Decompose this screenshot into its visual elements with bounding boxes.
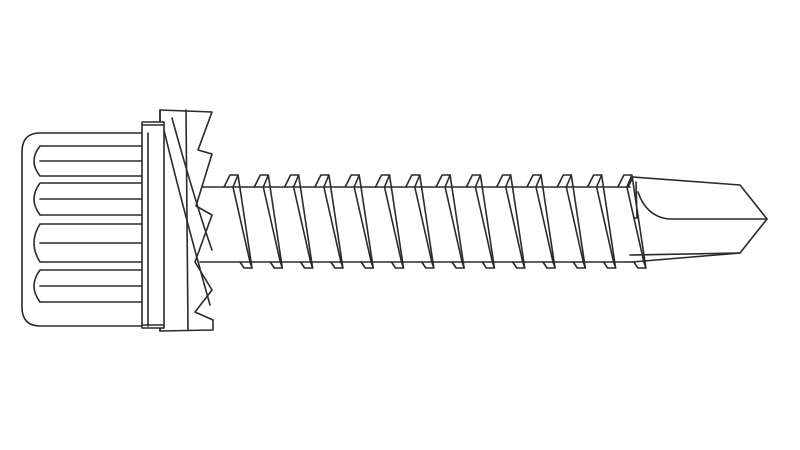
thread-flank-front [388, 174, 405, 269]
thread-crest-lower [421, 261, 435, 269]
thread-crest-lower [390, 261, 405, 269]
thread-flank-front [267, 174, 284, 269]
head-flute-1 [33, 145, 149, 177]
head-flute-3 [33, 223, 149, 263]
thread-crest-lower [542, 261, 556, 269]
thread-crest-lower [572, 261, 587, 269]
washer-curved-face [161, 121, 211, 306]
thread-crest-upper [405, 174, 421, 188]
thread-flank-front [631, 174, 647, 269]
thread-flank-front [479, 174, 496, 269]
hex-flange-head [21, 121, 165, 329]
drill-point [627, 176, 768, 263]
thread-flank-back [323, 186, 342, 263]
thread-crest-upper [344, 174, 360, 188]
thread-crest-upper [586, 174, 603, 188]
thread-flank-front [237, 174, 253, 269]
thread-flank-back [535, 186, 554, 263]
thread-crest-upper [435, 174, 451, 188]
thread-flank-back [474, 186, 494, 263]
thread-flank-back [444, 186, 463, 263]
thread-flank-front [449, 174, 465, 269]
thread-crest-lower [330, 261, 344, 269]
thread-flank-front [297, 174, 314, 269]
thread-flank-back [292, 186, 312, 263]
thread-flank-front [328, 174, 344, 269]
head-flange [141, 121, 165, 329]
head-flute-4 [33, 269, 149, 303]
thread-flank-front [418, 174, 435, 269]
thread-flank-back [565, 186, 585, 263]
thread-crest-upper [556, 174, 573, 188]
thread-crest-lower [511, 261, 526, 269]
thread-crest-upper [465, 174, 482, 188]
thread-flank-back [262, 186, 282, 263]
washer-step [185, 109, 189, 331]
thread-flank-front [358, 174, 375, 269]
thread-crest-lower [269, 261, 284, 269]
thread-flank-front [540, 174, 556, 269]
drill-flute-curve [637, 191, 768, 220]
thread-crest-lower [299, 261, 314, 269]
thread-flank-back [626, 186, 645, 263]
thread-flank-back [383, 186, 403, 263]
thread-crest-lower [239, 261, 253, 269]
thread-crest-upper [374, 174, 391, 188]
head-body-outline [21, 132, 149, 327]
thread-crest-lower [481, 261, 496, 269]
thread-flank-back [353, 186, 373, 263]
thread-flank-front [570, 174, 587, 269]
thread-crest-lower [360, 261, 374, 269]
washer-inner-face [171, 117, 213, 251]
thread-crest-lower [451, 261, 465, 269]
thread-crest-upper [314, 174, 330, 188]
thread-crest-lower [602, 261, 617, 269]
head-flute-2 [33, 182, 149, 216]
threaded-shank [199, 174, 647, 269]
thread-flank-front [600, 174, 617, 269]
thread-crest-upper [526, 174, 542, 188]
thread-crest-lower [633, 261, 647, 269]
thread-flank-front [509, 174, 526, 269]
drill-lower-edge [629, 252, 741, 256]
thread-flank-back [504, 186, 524, 263]
thread-crest-upper [283, 174, 300, 188]
thread-crest-upper [495, 174, 512, 188]
drill-point-outline [627, 176, 768, 263]
drill-flute-groove [633, 181, 638, 219]
thread-crest-upper [253, 174, 270, 188]
thread-crest-upper [223, 174, 239, 188]
thread-flank-back [232, 186, 251, 263]
thread-crest-upper [617, 174, 633, 188]
bonded-washer [159, 109, 214, 332]
thread-flank-back [413, 186, 433, 263]
thread-flank-back [595, 186, 615, 263]
